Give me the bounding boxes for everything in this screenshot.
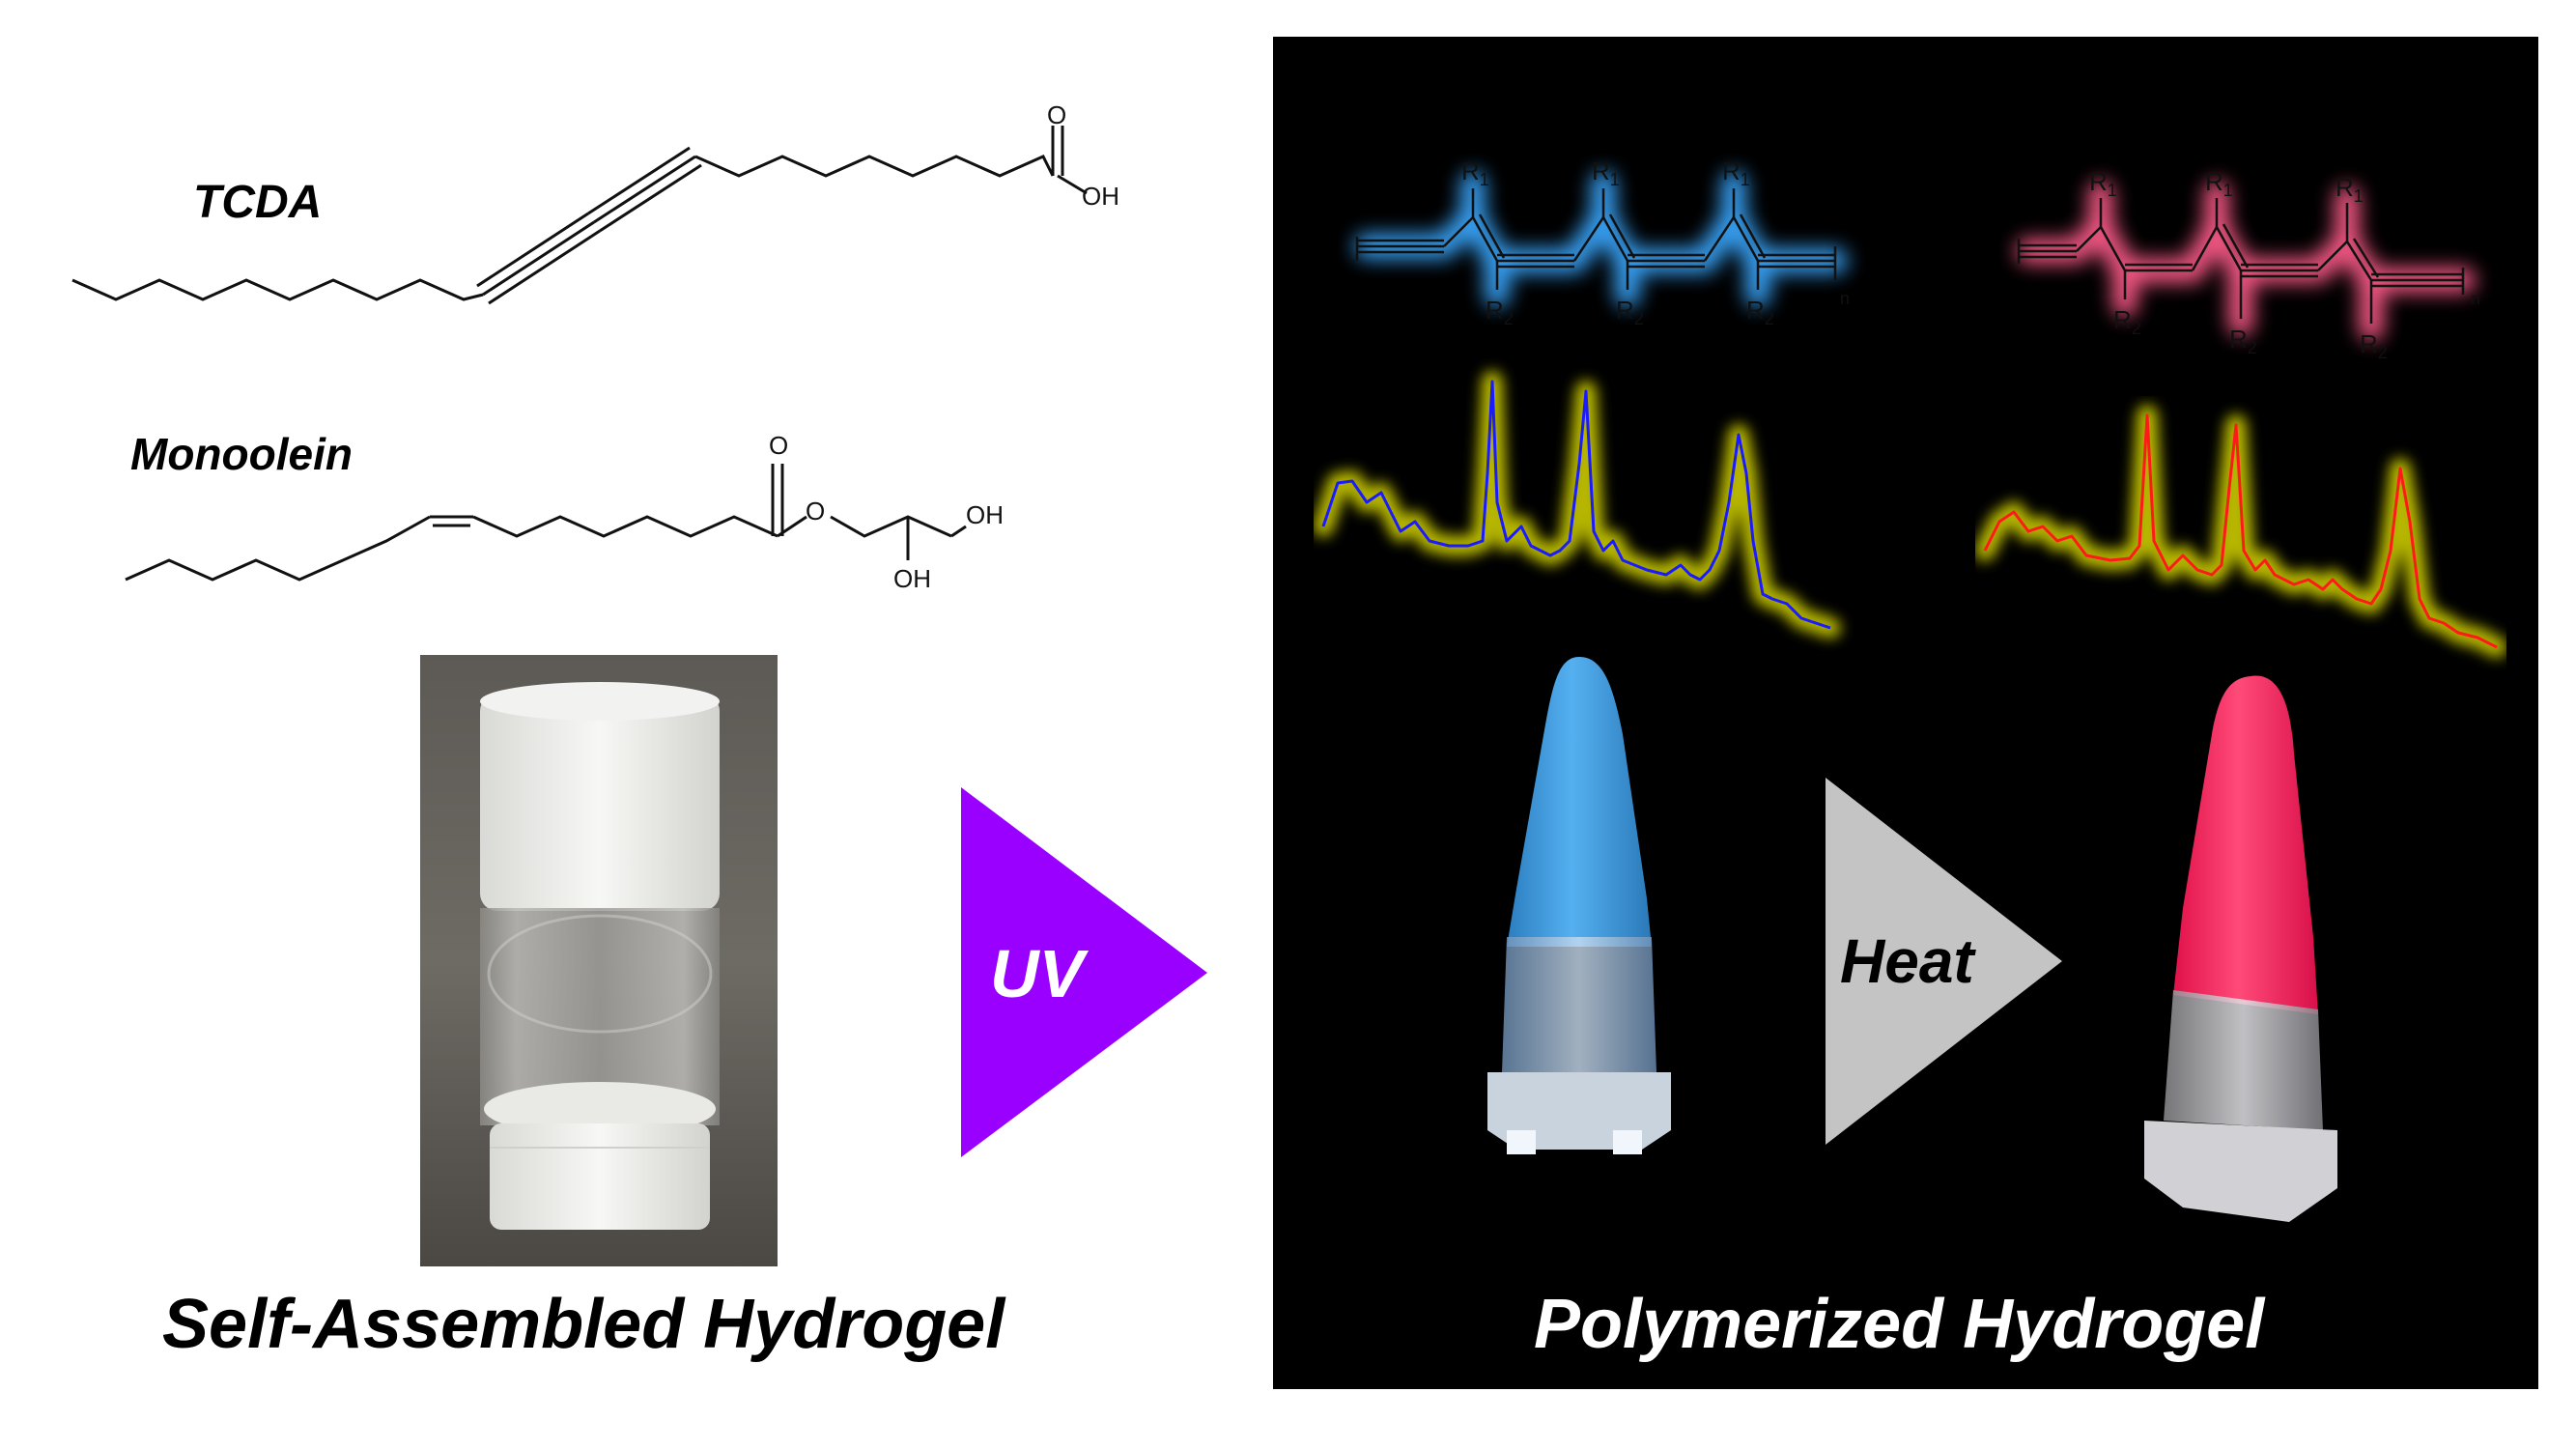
red-repeat-n: n [2471,289,2480,308]
blue-r1-labels: R1 R1 R1 [1461,156,1750,189]
uv-arrow [961,787,1207,1157]
red-r2-labels: R2 R2 R2 [2113,305,2388,362]
svg-text:R2: R2 [2229,325,2257,357]
monoolein-oh-2: OH [966,500,1004,529]
svg-text:R1: R1 [1461,156,1489,189]
svg-text:R1: R1 [1592,156,1620,189]
red-tube-photo [2144,675,2337,1222]
svg-text:R2: R2 [2360,329,2388,362]
monoolein-structure: O O OH OH [125,431,1004,589]
uv-label: UV [990,936,1085,1011]
monoolein-ester-o: O [806,497,825,526]
tcda-hydroxyl: OH [1082,182,1119,211]
monoolein-carbonyl-o: O [769,431,788,460]
blue-spectrum [1314,371,1841,639]
blue-polymer-structure: R1 R1 R1 R2 R2 R2 n [1354,156,1850,328]
heat-arrow [1826,778,2062,1145]
svg-text:R1: R1 [1722,156,1750,189]
monoolein-label: Monoolein [130,429,353,479]
red-r1-labels: R1 R1 R1 [2089,167,2364,206]
tcda-label: TCDA [193,177,323,228]
svg-text:R1: R1 [2205,167,2233,200]
svg-text:R1: R1 [2089,167,2117,200]
blue-r2-labels: R2 R2 R2 [1486,296,1774,328]
tcda-structure: O OH [71,100,1119,305]
svg-text:R2: R2 [1486,296,1514,328]
heat-label: Heat [1840,926,1974,996]
blue-repeat-n: n [1840,289,1850,308]
svg-text:R1: R1 [2335,173,2364,206]
vial-photo [420,655,778,1266]
red-spectrum [1975,405,2506,658]
polymerized-caption: Polymerized Hydrogel [1534,1286,2265,1363]
monoolein-oh-1: OH [893,564,931,589]
tcda-carbonyl-o: O [1047,100,1066,129]
self-assembled-caption: Self-Assembled Hydrogel [162,1286,1005,1363]
red-polymer-structure: R1 R1 R1 R2 R2 R2 n [2016,167,2480,362]
svg-text:R2: R2 [1746,296,1774,328]
svg-text:R2: R2 [1616,296,1644,328]
svg-text:R2: R2 [2113,305,2141,338]
blue-tube-photo [1487,657,1671,1154]
